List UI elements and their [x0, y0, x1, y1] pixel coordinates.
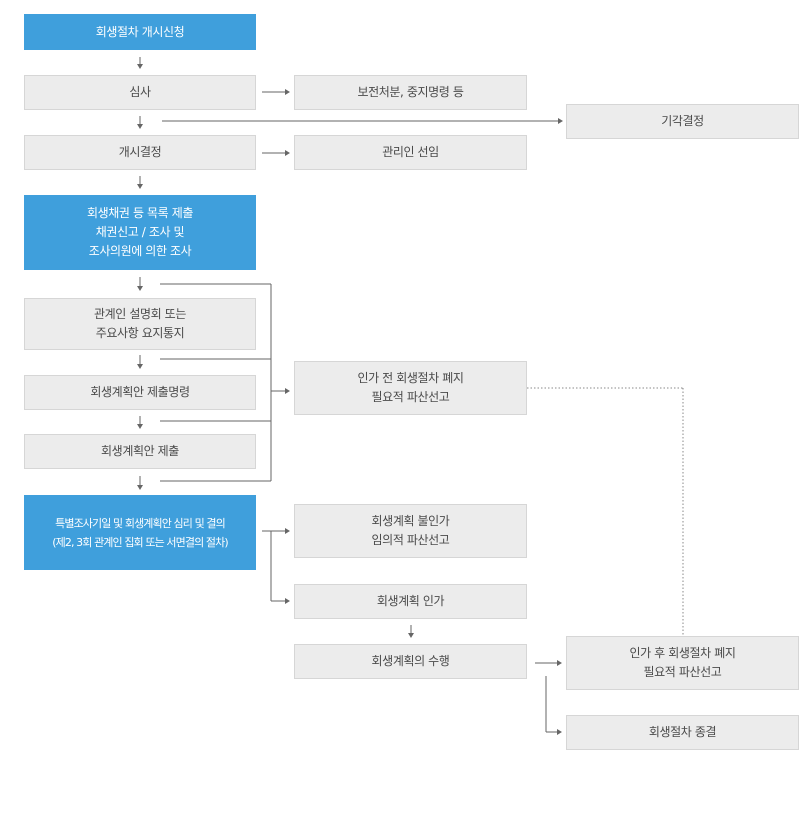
arrow-application-review-head: [137, 64, 143, 69]
node-commencement: 개시결정: [24, 135, 256, 170]
arrow-planorder-plansubmit-head: [137, 424, 143, 429]
node-plan-submit: 회생계획안 제출: [24, 434, 256, 469]
arrow-review-preservation-head: [285, 89, 290, 95]
node-meeting: 특별조사기일 및 회생계획안 심리 및 결의 (제2, 3회 관계인 집회 또는…: [24, 495, 256, 570]
node-application-label: 회생절차 개시신청: [95, 24, 185, 39]
node-approval: 회생계획 인가: [294, 584, 527, 619]
node-dismissal: 기각결정: [566, 104, 799, 139]
node-abolition-post: 인가 후 회생절차 폐지 필요적 파산선고: [566, 636, 799, 690]
node-plan-order-label: 회생계획안 제출명령: [90, 385, 190, 399]
arrow-briefing-planorder-head: [137, 364, 143, 369]
arrow-commencement-trustee-head: [285, 150, 290, 156]
arrow-meeting-nonapproval-head: [285, 528, 290, 534]
node-preservation-label: 보전처분, 중지명령 등: [357, 85, 464, 99]
node-briefing: 관계인 설명회 또는 주요사항 요지통지: [24, 298, 256, 350]
node-plan-order: 회생계획안 제출명령: [24, 375, 256, 410]
node-non-approval: 회생계획 불인가 임의적 파산선고: [294, 504, 527, 558]
node-termination: 회생절차 종결: [566, 715, 799, 750]
node-trustee-label: 관리인 선임: [382, 145, 439, 159]
node-dismissal-label: 기각결정: [661, 114, 704, 128]
arrow-review-dismissal-head: [558, 118, 563, 124]
node-execution-label: 회생계획의 수행: [371, 654, 450, 668]
node-trustee: 관리인 선임: [294, 135, 527, 170]
node-abolition-post-label: 인가 후 회생절차 폐지 필요적 파산선고: [629, 646, 736, 679]
node-meeting-label: 특별조사기일 및 회생계획안 심리 및 결의 (제2, 3회 관계인 집회 또는…: [52, 516, 228, 549]
arrow-claims-briefing-head: [137, 286, 143, 291]
node-approval-label: 회생계획 인가: [376, 594, 445, 608]
node-claims: 회생채권 등 목록 제출 채권신고 / 조사 및 조사의원에 의한 조사: [24, 195, 256, 270]
node-termination-label: 회생절차 종결: [648, 725, 717, 739]
arrow-bracket-abolition-head: [285, 388, 290, 394]
arrow-meeting-approval-head: [285, 598, 290, 604]
node-execution: 회생계획의 수행: [294, 644, 527, 679]
arrow-commencement-claims-head: [137, 184, 143, 189]
arrow-review-commencement-head: [137, 124, 143, 129]
node-non-approval-label: 회생계획 불인가 임의적 파산선고: [371, 514, 450, 547]
arrow-execution-termination-head: [557, 729, 562, 735]
node-review-label: 심사: [129, 85, 151, 99]
node-commencement-label: 개시결정: [118, 145, 162, 159]
arrow-plansubmit-meeting-head: [137, 485, 143, 490]
node-abolition-pre: 인가 전 회생절차 폐지 필요적 파산선고: [294, 361, 527, 415]
node-plan-submit-label: 회생계획안 제출: [101, 444, 179, 458]
node-preservation: 보전처분, 중지명령 등: [294, 75, 527, 110]
node-review: 심사: [24, 75, 256, 110]
node-briefing-label: 관계인 설명회 또는 주요사항 요지통지: [94, 307, 186, 340]
node-claims-label: 회생채권 등 목록 제출 채권신고 / 조사 및 조사의원에 의한 조사: [86, 206, 193, 258]
node-application: 회생절차 개시신청: [24, 14, 256, 50]
arrow-execution-abolitionpost-head: [557, 660, 562, 666]
node-abolition-pre-label: 인가 전 회생절차 폐지 필요적 파산선고: [357, 371, 464, 404]
arrow-approval-execution-head: [408, 633, 414, 638]
